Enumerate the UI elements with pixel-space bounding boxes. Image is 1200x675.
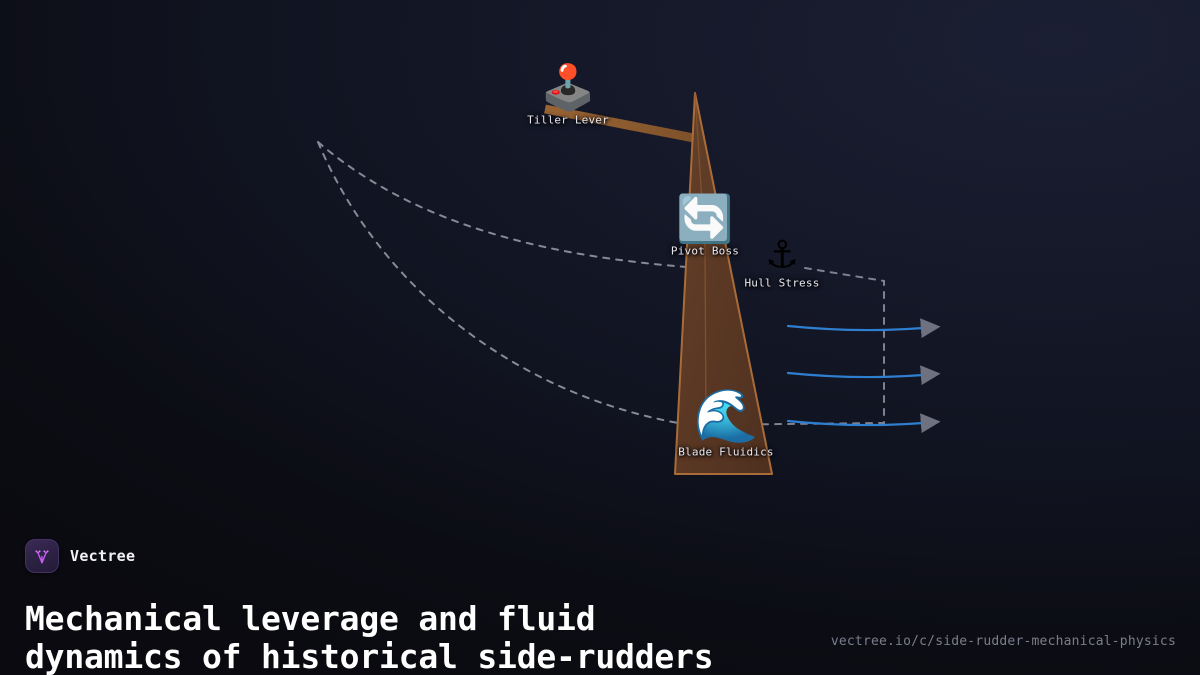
rotate-arrows-icon: 🔄 [676,191,734,246]
brand-name: Vectree [70,547,136,565]
node-tiller-lever[interactable]: 🕹️ Tiller Lever [527,62,609,127]
anchor-icon: ⚓ [764,232,800,277]
rudder-blade-spine [694,92,707,421]
rudder-blade-shape [674,92,773,475]
node-pivot-boss[interactable]: 🔄 Pivot Boss [671,196,739,257]
site-url[interactable]: vectree.io/c/side-rudder-mechanical-phys… [830,634,1176,649]
node-blade-fluidics-label: Blade Fluidics [678,445,774,459]
hull-stress-boundary [689,267,885,426]
vectree-tree-logo-icon [25,539,59,573]
node-hull-stress-label: Hull Stress [744,276,820,290]
page-title: Mechanical leverage and fluid dynamics o… [25,599,714,675]
diagram-stage: 🕹️ Tiller Lever 🔄 Pivot Boss ⚓ Hull Stre… [317,62,941,475]
rudder-blade [674,92,773,475]
tiller-beam [544,104,705,145]
node-tiller-lever-label: Tiller Lever [527,113,609,127]
tiller-swing-arcs [317,141,701,426]
node-hull-stress[interactable]: ⚓ Hull Stress [744,236,819,289]
water-flow-streamline-3 [786,413,941,434]
diagram-svg [317,92,941,475]
water-flow-streamline-2 [786,365,941,386]
joystick-icon: 🕹️ [540,62,596,114]
node-pivot-boss-label: Pivot Boss [670,244,740,258]
card-footer: Vectree Mechanical leverage and fluid dy… [0,520,1200,675]
page-title-line-1: Mechanical leverage and fluid [25,599,596,639]
wave-icon: 🌊 [693,386,759,447]
brand-lockup[interactable]: Vectree [25,539,135,573]
water-flow-streamline-1 [786,318,941,339]
water-flow-streamlines [786,318,941,434]
hull-stress-boundary-path [689,267,885,426]
tiller-beam-bar [544,104,705,145]
page-title-line-2: dynamics of historical side-rudders [25,637,714,675]
tiller-swing-arc-lower [317,141,691,426]
node-blade-fluidics[interactable]: 🌊 Blade Fluidics [678,391,774,458]
tiller-swing-arc-upper [317,141,701,269]
